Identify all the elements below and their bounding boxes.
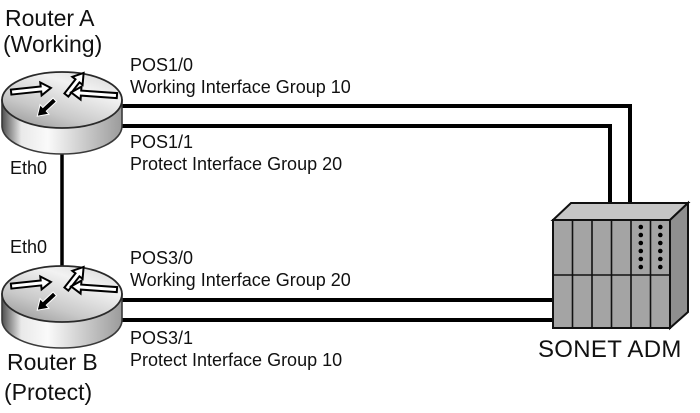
pos3-1-desc: Protect Interface Group 10	[130, 350, 343, 370]
adm-slot-dividers	[553, 220, 670, 328]
eth0-label-router-a: Eth0	[10, 158, 48, 178]
pos3-0-port: POS3/0	[130, 248, 194, 268]
router-b-icon	[1, 261, 123, 349]
pos1-1-desc: Protect Interface Group 20	[130, 154, 343, 174]
cables	[60, 104, 632, 322]
router-a-role: (Working)	[3, 31, 103, 57]
eth0-label-router-b: Eth0	[10, 237, 48, 257]
router-b-name: Router B	[7, 349, 98, 375]
router-a-icon	[1, 67, 123, 155]
sonet-adm-label: SONET ADM	[538, 336, 682, 363]
pos3-1-port: POS3/1	[130, 328, 194, 348]
adm-side-face	[669, 200, 689, 331]
router-a-name: Router A	[5, 5, 95, 31]
adm-top-face	[550, 202, 691, 221]
pos3-0-desc: Working Interface Group 20	[130, 270, 351, 290]
sonet-adm-icon	[550, 200, 691, 331]
pos1-0-desc: Working Interface Group 10	[130, 77, 351, 97]
router-b-role: (Protect)	[4, 379, 93, 405]
cable-pos1-1	[112, 124, 612, 212]
adm-led-dots	[638, 224, 663, 270]
pos1-1-port: POS1/1	[130, 132, 194, 152]
cable-pos1-0	[112, 104, 632, 212]
pos1-0-port: POS1/0	[130, 55, 194, 75]
